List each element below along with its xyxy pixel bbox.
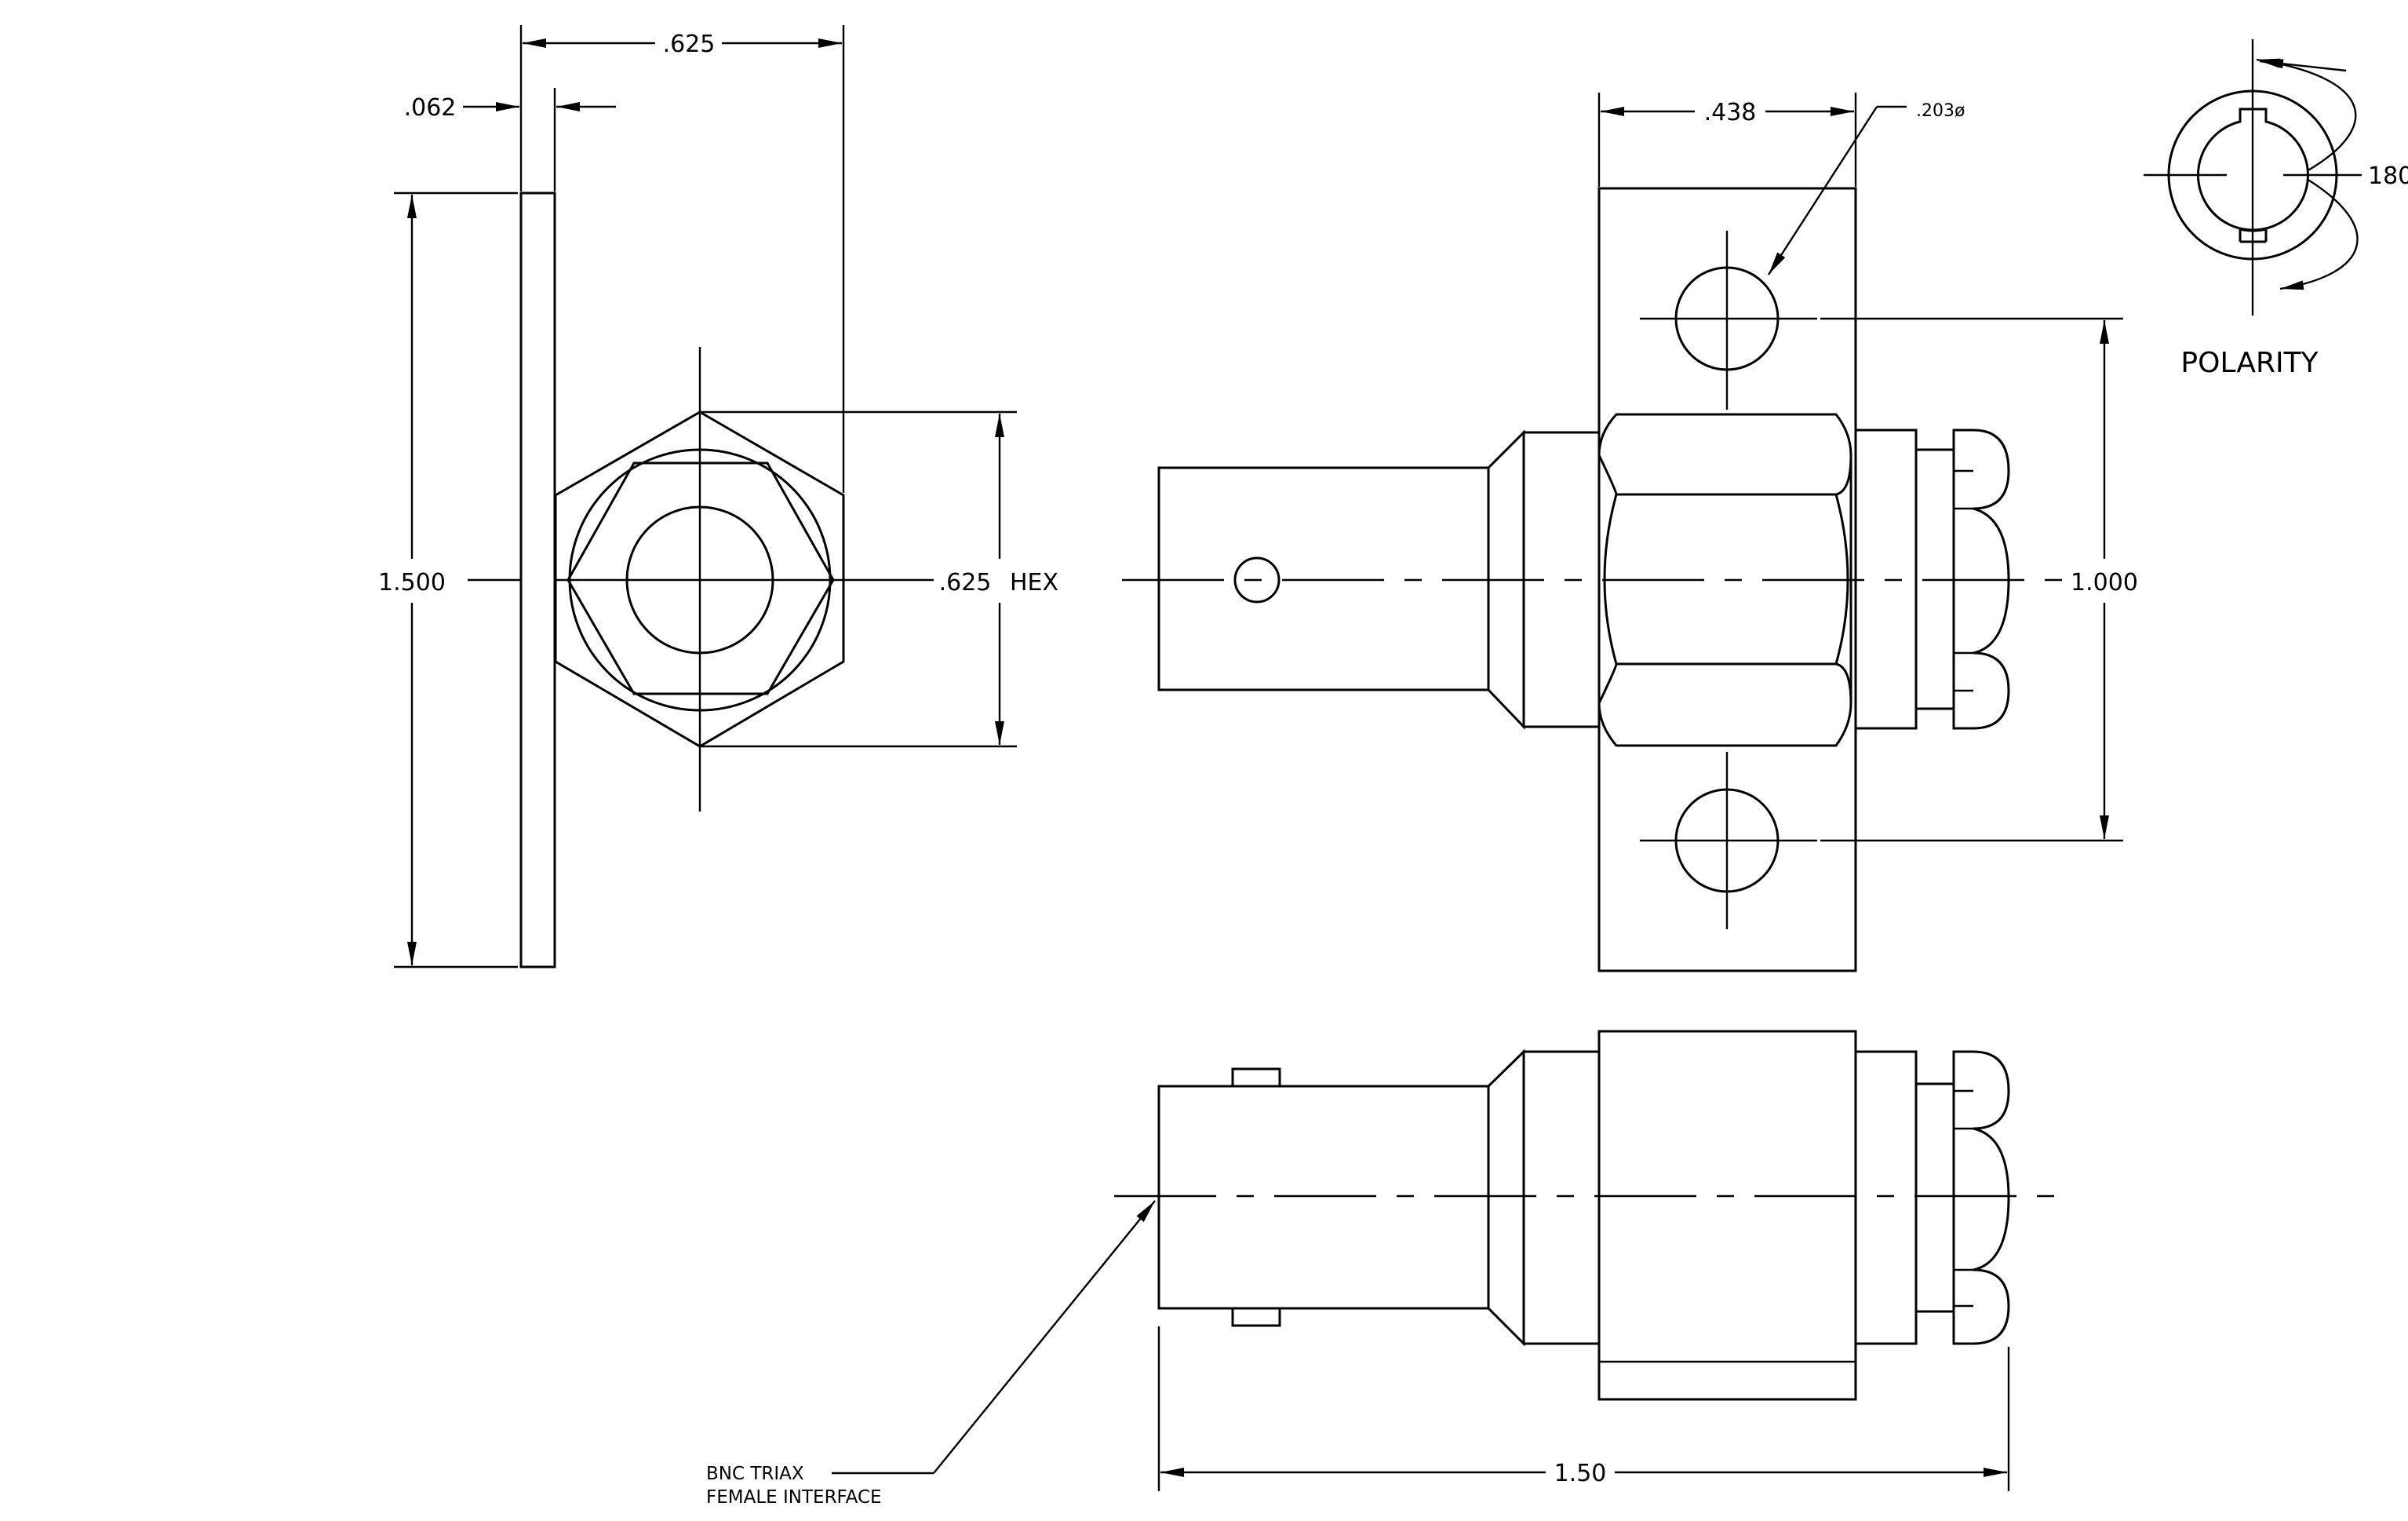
dim-across-holes: .438 (1704, 99, 1757, 126)
bnc-barrel (1157, 466, 1490, 691)
hex-body (1597, 413, 1852, 747)
dim-polarity-angle: 180 (2368, 162, 2408, 190)
dim-overall-length: 1.50 (1554, 1460, 1607, 1487)
dim-hex-label: HEX (1010, 569, 1058, 596)
dim-flange-height: 1.500 (378, 569, 446, 596)
dim-flange-width: .625 (663, 31, 716, 58)
dim-hole-spacing: 1.000 (2071, 569, 2138, 596)
bottom-barrel (1157, 1085, 1490, 1310)
polarity-view: 180 POLARITY (2144, 39, 2408, 379)
bottom-rear-cap (1952, 1050, 2010, 1345)
dim-hex-size: .625 (939, 569, 992, 596)
dim-flange-thickness: .062 (404, 94, 457, 122)
bottom-view: 1.50 BNC TRIAX FEMALE INTERFACE (706, 1030, 2068, 1508)
interface-label-line1: BNC TRIAX (706, 1464, 804, 1484)
flange-plate (519, 191, 556, 968)
side-view: .438 .203ø 1.000 (1122, 93, 2138, 972)
polarity-label: POLARITY (2180, 347, 2319, 379)
interface-label-line2: FEMALE INTERFACE (706, 1487, 882, 1508)
bayonet-pin (1233, 556, 1281, 604)
front-view: .625 .062 1.500 .625 HEX (378, 25, 1058, 968)
dim-hole-diameter: .203ø (1916, 101, 1965, 121)
bottom-pin-top (1231, 1067, 1281, 1088)
bottom-body (1597, 1030, 1857, 1401)
bottom-pin-bottom (1231, 1307, 1281, 1327)
